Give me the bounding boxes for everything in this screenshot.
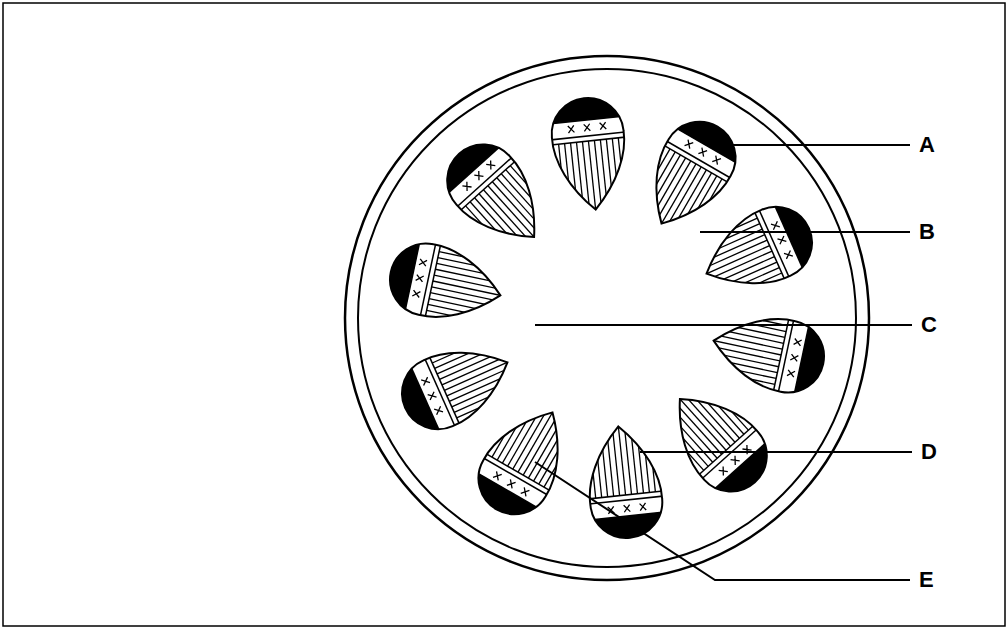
epidermis [345,56,869,580]
part-label: A [919,134,935,156]
part-label: C [921,314,937,336]
part-label: E [919,569,934,591]
part-label: D [921,441,937,463]
part-label: B [919,221,935,243]
cortex-boundary [358,69,856,567]
leader-lines [535,145,912,580]
frame [3,3,1005,626]
vascular-bundles [379,90,836,546]
